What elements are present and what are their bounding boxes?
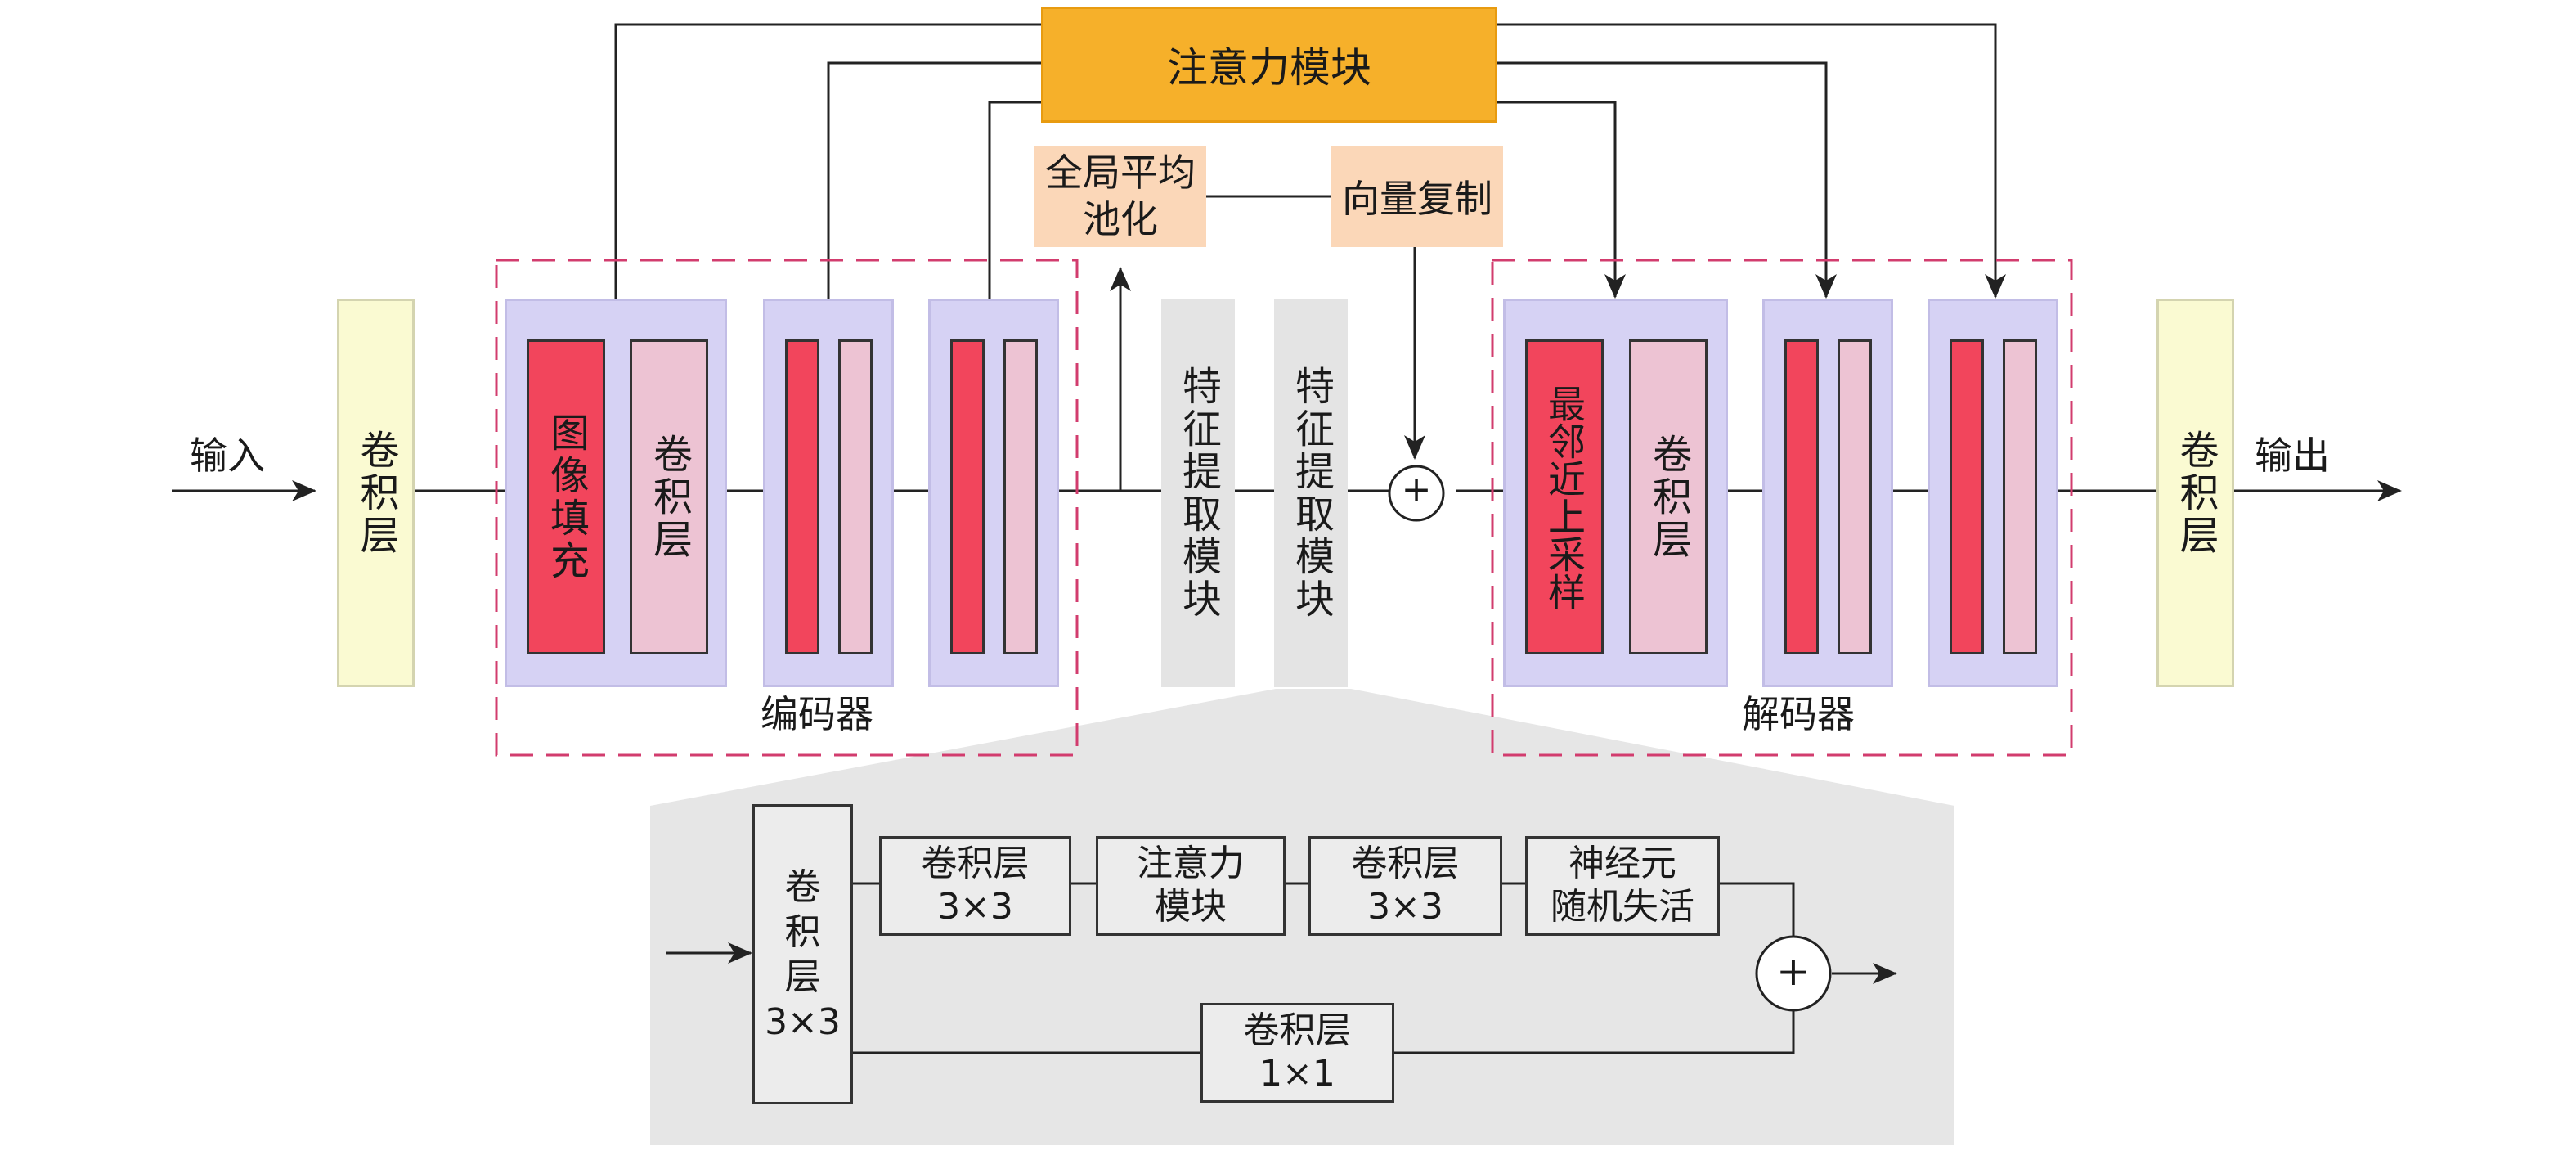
feature-extraction-module-1: 特征提取模块 [1161, 299, 1235, 687]
nearest-upsample-label: 最邻近上采样 [1542, 384, 1586, 610]
plus-symbol-detail: + [1776, 947, 1811, 995]
encoder-conv-label: 卷积层 [646, 433, 692, 561]
encoder-stage-3 [928, 299, 1059, 687]
decoder-conv-label: 卷积层 [1645, 433, 1691, 561]
output-label: 输出 [2255, 434, 2330, 478]
feature-extraction-module-1-label: 特征提取模块 [1175, 365, 1221, 621]
decoder-stage-3 [1928, 299, 2058, 687]
decoder-stage-3-pink-bar [2003, 339, 2037, 654]
nearest-upsample-block: 最邻近上采样 [1525, 339, 1604, 654]
detail-attention: 注意力 模块 [1096, 836, 1286, 936]
decoder-stage-2-pink-bar [1838, 339, 1872, 654]
encoder-stage-2-pink-bar [838, 339, 873, 654]
encoder-conv-block: 卷积层 [630, 339, 708, 654]
detail-conv3x3-a: 卷积层 3×3 [879, 836, 1071, 936]
image-padding-block: 图像填充 [527, 339, 605, 654]
detail-conv3x3-main-char: 3×3 [765, 1000, 841, 1043]
add-circle-main [1388, 465, 1445, 522]
global-avg-pool-label: 全局平均 池化 [1045, 150, 1196, 242]
detail-conv3x3-main-char: 卷 [784, 865, 821, 908]
encoder-stage-2 [763, 299, 894, 687]
conv-layer-input: 卷积层 [337, 299, 415, 687]
input-label: 输入 [190, 434, 265, 478]
conv-layer-output-label: 卷积层 [2172, 429, 2219, 557]
detail-conv3x3-a-label: 卷积层 3×3 [921, 843, 1030, 928]
vector-copy-box: 向量复制 [1331, 146, 1503, 247]
decoder-stage-2 [1762, 299, 1893, 687]
detail-conv1x1-label: 卷积层 1×1 [1243, 1009, 1352, 1095]
encoder-stage-3-pink-bar [1003, 339, 1038, 654]
feature-extraction-module-2-label: 特征提取模块 [1288, 365, 1334, 621]
conv-layer-input-label: 卷积层 [352, 429, 399, 557]
encoder-stage-3-red-bar [950, 339, 985, 654]
vector-copy-label: 向量复制 [1342, 177, 1492, 221]
add-circle-detail [1755, 935, 1832, 1012]
detail-attention-label: 注意力 模块 [1137, 843, 1245, 928]
decoder-stage-3-red-bar [1950, 339, 1984, 654]
encoder-stage-2-red-bar [785, 339, 819, 654]
decoder-stage-2-red-bar [1784, 339, 1819, 654]
detail-conv3x3-main-char: 层 [784, 955, 821, 998]
encoder-label: 编码器 [761, 692, 873, 736]
plus-symbol-main: + [1401, 469, 1432, 510]
feature-extraction-module-2: 特征提取模块 [1274, 299, 1348, 687]
decoder-conv-block: 卷积层 [1629, 339, 1708, 654]
detail-dropout-label: 神经元 随机失活 [1551, 843, 1694, 928]
detail-conv3x3-main-char: 积 [784, 910, 821, 953]
conv-layer-output: 卷积层 [2156, 299, 2234, 687]
global-avg-pool-box: 全局平均 池化 [1034, 146, 1206, 247]
detail-conv3x3-b-label: 卷积层 3×3 [1351, 843, 1460, 928]
decoder-dashed-box [1491, 259, 2073, 757]
attention-module-top: 注意力模块 [1041, 7, 1497, 123]
detail-conv3x3-b: 卷积层 3×3 [1308, 836, 1502, 936]
detail-dropout: 神经元 随机失活 [1525, 836, 1720, 936]
image-padding-label: 图像填充 [543, 411, 589, 582]
zoom-region [650, 689, 1954, 1145]
encoder-dashed-box [495, 259, 1079, 757]
attention-module-top-label: 注意力模块 [1167, 44, 1371, 92]
detail-conv1x1: 卷积层 1×1 [1200, 1003, 1394, 1103]
decoder-label: 解码器 [1742, 692, 1855, 736]
